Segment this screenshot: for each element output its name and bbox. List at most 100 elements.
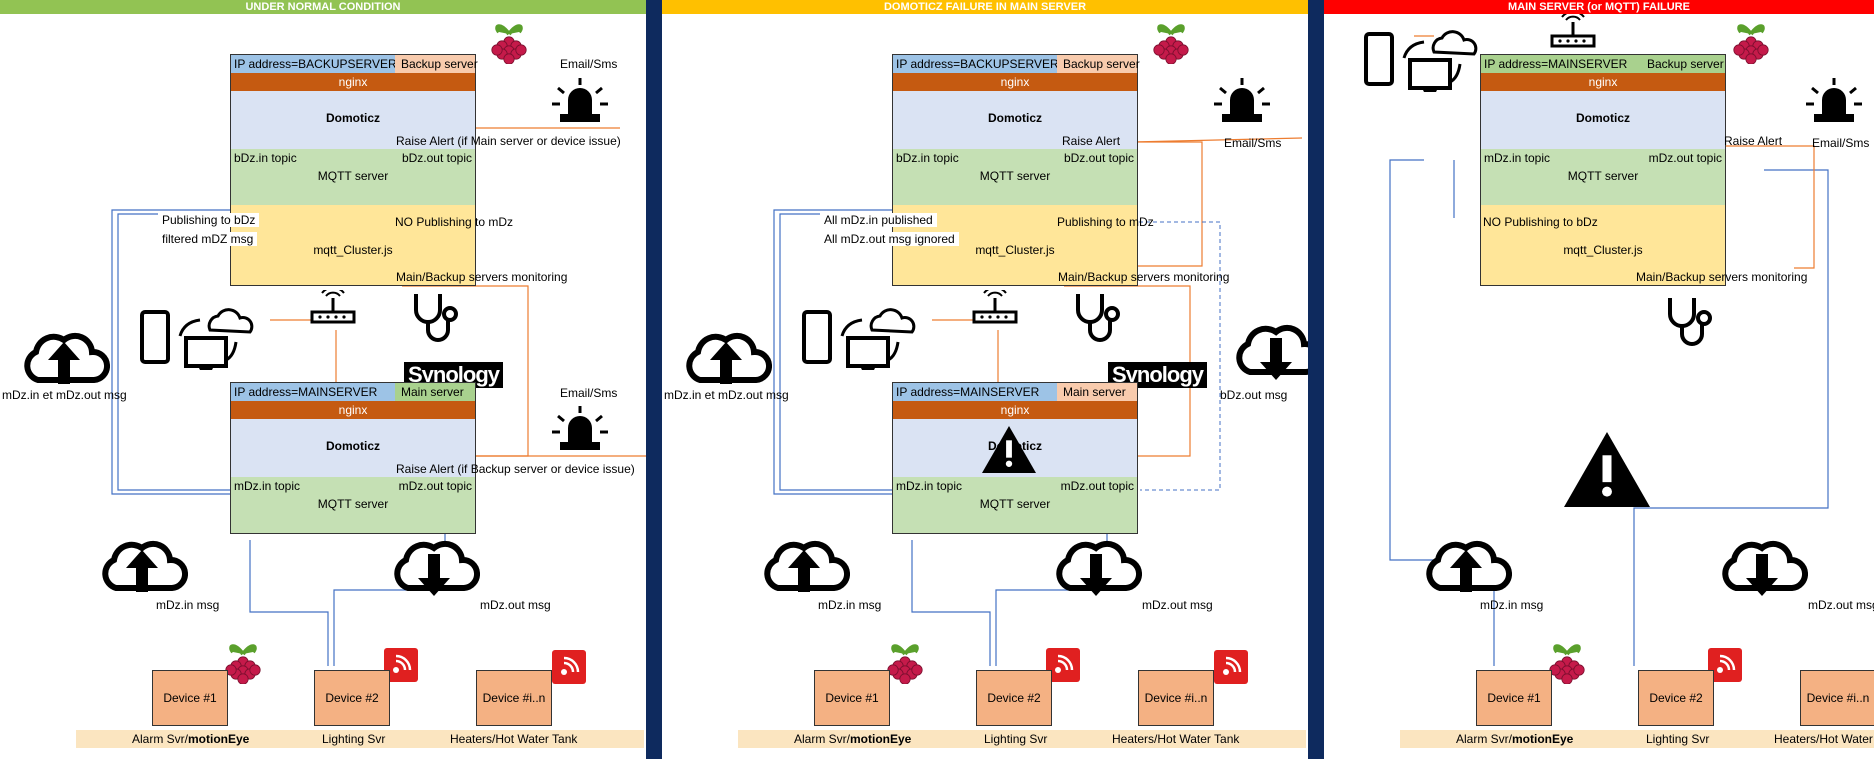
device-label: Lighting Svr: [984, 732, 1048, 746]
domoticz-row: Domoticz: [231, 91, 475, 149]
alarm-beacon-icon: [1806, 78, 1862, 122]
scenario-banner: DOMOTICZ FAILURE IN MAIN SERVER: [662, 0, 1308, 14]
topic-in-label: bDz.in topic: [896, 151, 959, 165]
cloud-in-label: mDz.in msg: [818, 598, 882, 612]
server-role-label: Backup server: [1641, 55, 1725, 73]
cloud-in-label: mDz.in msg: [1480, 598, 1544, 612]
alert-wire: [1131, 137, 1303, 143]
topic-out-label: bDz.out topic: [1063, 151, 1134, 165]
cloud-download-icon: [1056, 541, 1142, 596]
domoticz-label: Domoticz: [326, 111, 380, 125]
cloud-upload-icon: [764, 541, 850, 592]
device-wire: [1633, 169, 1829, 666]
device-box: Device #2: [976, 670, 1052, 726]
device-label: Heaters/Hot Water Tank: [1112, 732, 1240, 746]
espressif-chip-icon: [1708, 648, 1742, 682]
cloud-upload-icon: [686, 333, 772, 384]
domoticz-label: Domoticz: [326, 439, 380, 453]
device-box: Device #1: [152, 670, 228, 726]
device-label-strip: [1400, 730, 1874, 748]
warning-icon: [982, 426, 1036, 473]
server-role-label: Backup server: [1057, 55, 1140, 73]
mqtt-server-label: MQTT server: [317, 169, 389, 183]
monitoring-label: Main/Backup servers monitoring: [396, 270, 568, 284]
device-label-strip: [76, 730, 644, 748]
server-role-label: Main server: [395, 383, 475, 401]
device-label: Alarm Svr/motionEye: [132, 732, 249, 746]
nginx-label: nginx: [1588, 75, 1618, 89]
ip-address-label: IP address=MAINSERVER: [893, 383, 1057, 401]
wifi-signal-icon: [1717, 654, 1736, 673]
device-label: Lighting Svr: [1646, 732, 1710, 746]
raspberry-pi-icon: [1549, 644, 1585, 684]
nginx-row: nginx: [231, 73, 475, 91]
wifi-signal-icon: [561, 656, 580, 675]
nginx-label: nginx: [338, 75, 368, 89]
device-wire: [1389, 159, 1495, 666]
side-label: mDz.in et mDz.out msg: [2, 388, 127, 402]
devices-sync-icon: [802, 308, 916, 370]
device-box: Device #i..n: [476, 670, 552, 726]
cloud-upload-icon: [24, 333, 110, 384]
device-box: Device #1: [1476, 670, 1552, 726]
monitoring-wire: [1704, 145, 1815, 269]
right-label: bDz.out msg: [1220, 388, 1288, 402]
publishing-note: Publishing to mDz: [1057, 215, 1154, 229]
connection-wires: [1389, 35, 1829, 666]
email-sms-label: Email/Sms: [1812, 136, 1870, 150]
cloud-upload-icon: [102, 541, 188, 592]
ip-address-label: IP address=MAINSERVER: [1481, 55, 1641, 73]
mqtt-server-label: MQTT server: [979, 497, 1051, 511]
warning-icon: [1564, 432, 1650, 507]
monitoring-label: Main/Backup servers monitoring: [1636, 270, 1808, 284]
device-box: Device #i..n: [1800, 670, 1874, 726]
raspberry-pi-icon: [1733, 24, 1769, 64]
alarm-beacon-icon: [1214, 78, 1270, 122]
device-label-part: motionEye: [188, 732, 250, 746]
email-sms-label: Email/Sms: [1224, 136, 1282, 150]
device-wire: [249, 540, 329, 666]
side-label: mDz.in et mDz.out msg: [664, 388, 789, 402]
ip-address-label: IP address=MAINSERVER: [231, 383, 395, 401]
espressif-chip-icon: [1214, 650, 1248, 684]
stethoscope-icon: [1076, 294, 1120, 342]
email-sms-label: Email/Sms: [560, 57, 618, 71]
wifi-signal-icon: [393, 654, 412, 673]
device-label-part: Alarm Svr/: [132, 732, 189, 746]
domoticz-row: Domoticz: [1481, 91, 1725, 149]
email-sms-label: Email/Sms: [560, 386, 618, 400]
stethoscope-icon: [414, 294, 458, 342]
nginx-row: nginx: [231, 401, 475, 419]
nginx-label: nginx: [1000, 75, 1030, 89]
domoticz-row: Domoticz: [893, 91, 1137, 149]
topic-in-label: bDz.in topic: [234, 151, 297, 165]
stethoscope-icon: [1668, 298, 1712, 346]
nginx-label: nginx: [338, 403, 368, 417]
device-label: Heaters/Hot Water Tank: [1774, 732, 1874, 746]
cloud-upload-icon: [1426, 541, 1512, 592]
cloud-download-icon: [394, 541, 480, 596]
left-note: filtered mDZ msg: [158, 232, 258, 246]
left-note: All mDz.out msg ignored: [820, 232, 959, 246]
cloud-download-icon: [1722, 541, 1808, 596]
device-label: Heaters/Hot Water Tank: [450, 732, 578, 746]
left-note: All mDz.in published: [820, 213, 937, 227]
topic-out-label: mDz.out topic: [398, 479, 472, 493]
topic-in-label: mDz.in topic: [1484, 151, 1551, 165]
device-label: Alarm Svr/motionEye: [1456, 732, 1573, 746]
raspberry-pi-icon: [1153, 24, 1189, 64]
monitoring-label: Main/Backup servers monitoring: [1058, 270, 1230, 284]
devices-sync-icon: [1364, 30, 1478, 92]
raspberry-pi-icon: [887, 644, 923, 684]
alarm-beacon-icon: [552, 406, 608, 450]
